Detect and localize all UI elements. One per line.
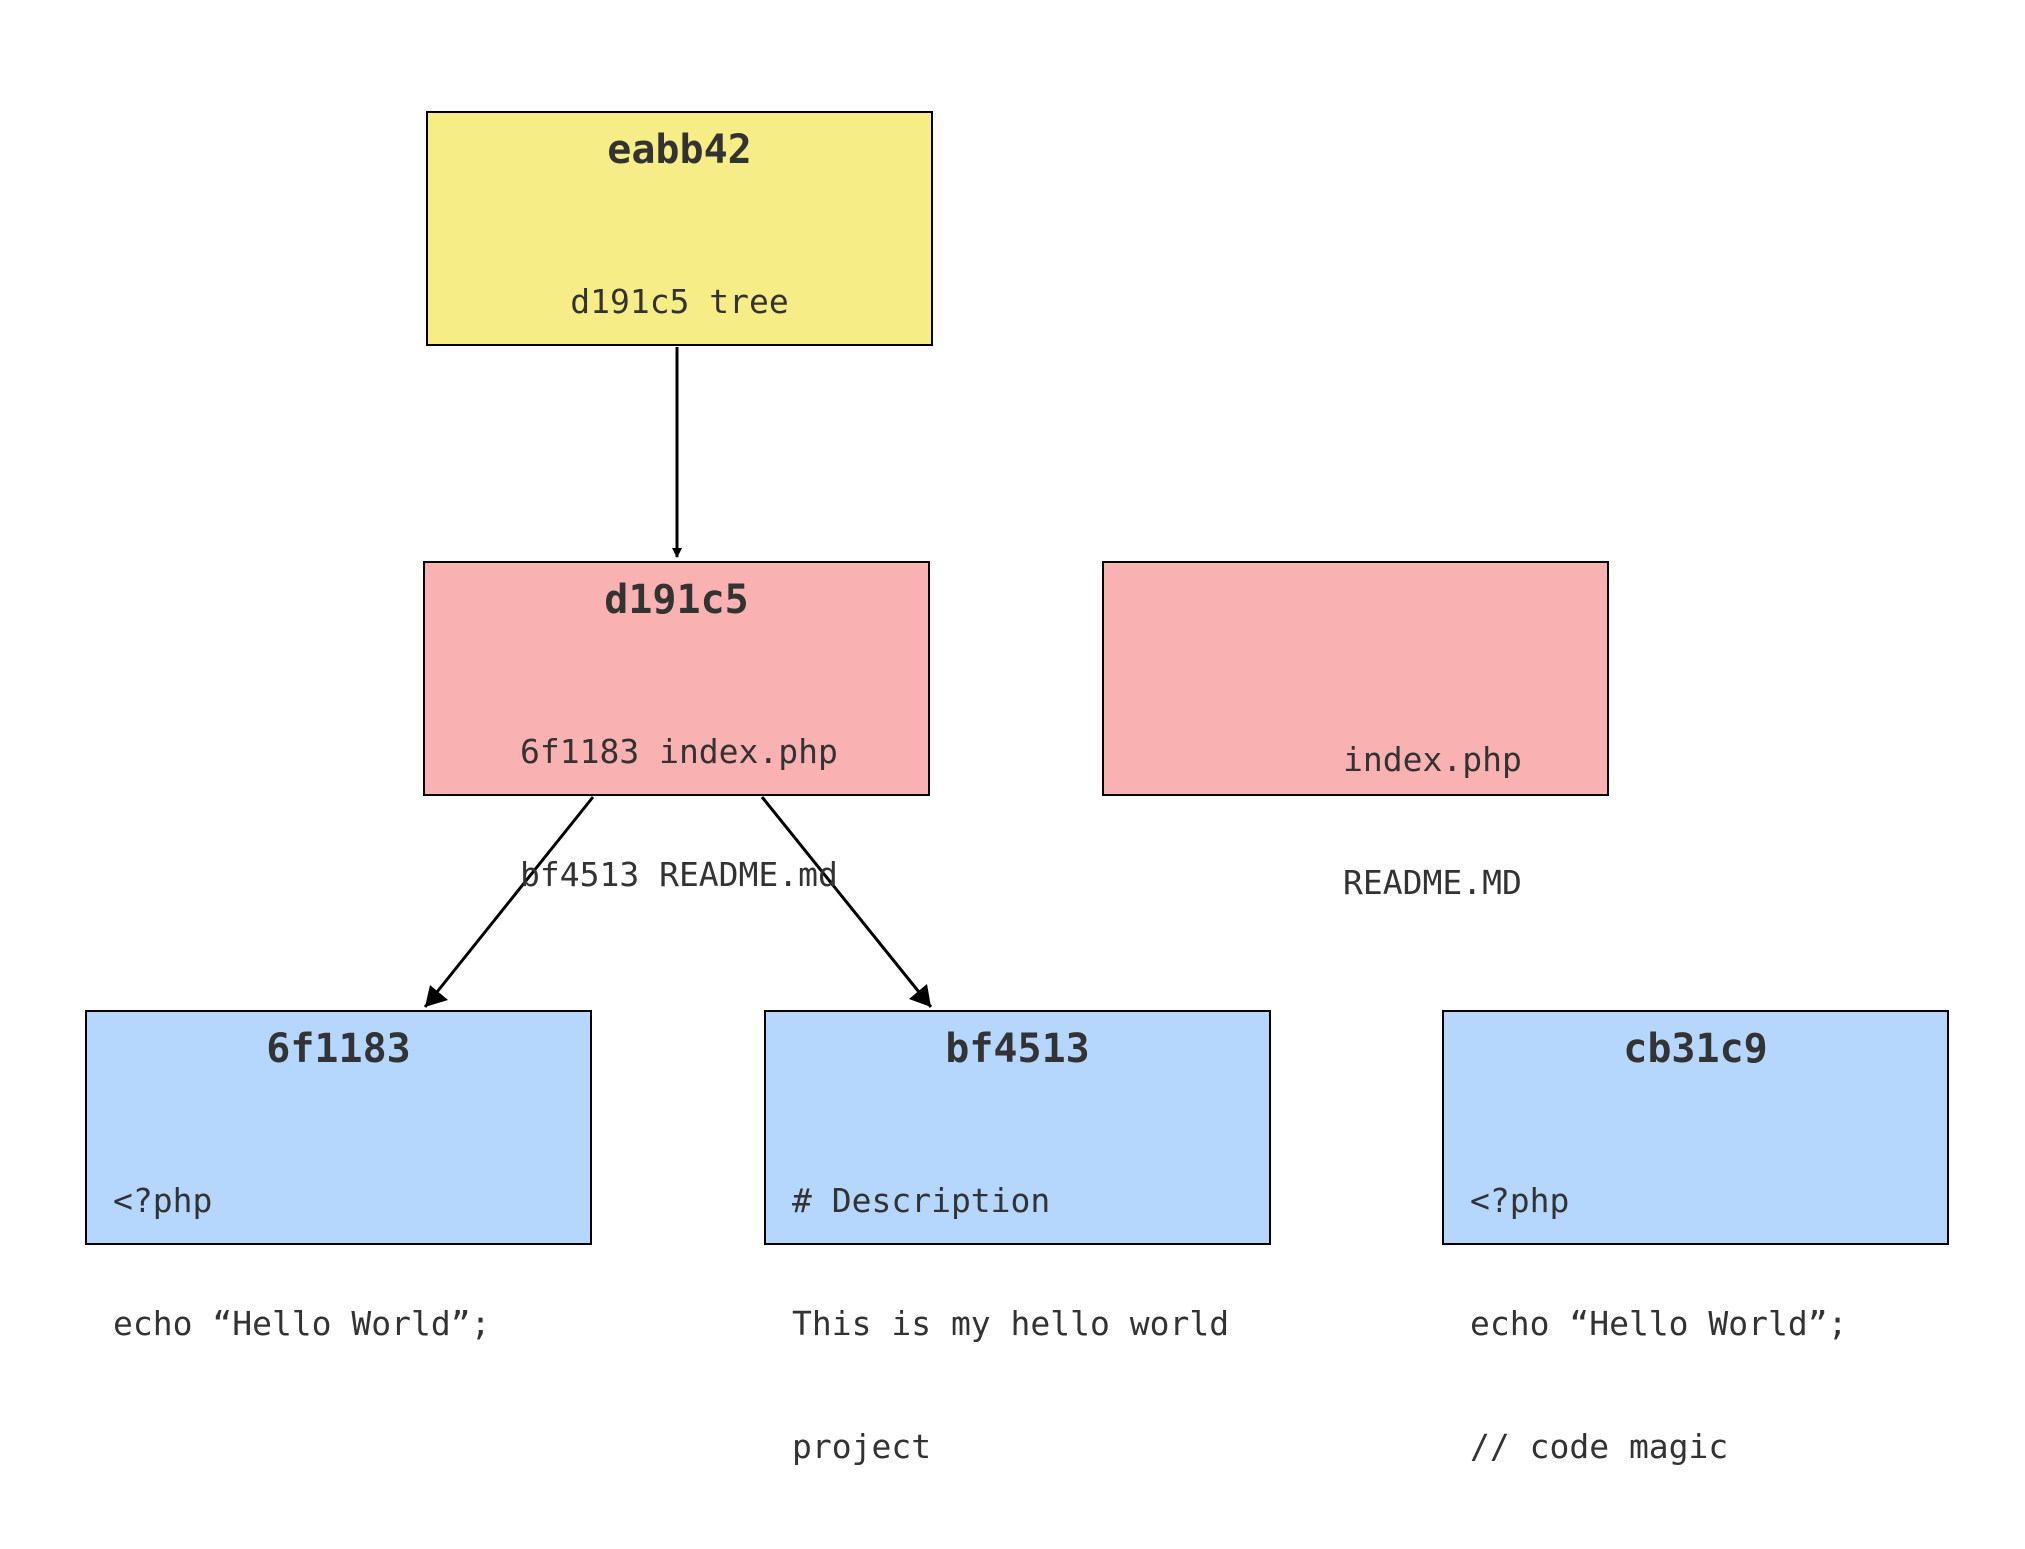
tree-main-line: bf4513 README.md: [520, 855, 838, 894]
blob-node-new: cb31c9 <?php echo “Hello World”; // code…: [1442, 1010, 1949, 1466]
arrowhead-readme-blob: [909, 984, 931, 1007]
tree-main-body: 6f1183 index.php bf4513 README.md: [520, 649, 838, 977]
commit-node: eabb42 d191c5 tree: [426, 111, 933, 346]
edges-layer: [423, 347, 933, 1008]
tree-main-title: d191c5: [604, 577, 749, 623]
tree-new-body: index.php README.MD: [1343, 657, 1522, 985]
blob-new-line: <?php: [1470, 1181, 1570, 1220]
blob-new-line: // code magic: [1470, 1427, 1729, 1466]
blob-new-line: echo “Hello World”;: [1470, 1304, 1848, 1343]
edge-tree-to-readme-blob: [760, 796, 933, 1008]
blob-index-title: 6f1183: [266, 1026, 411, 1072]
blob-index-line: echo “Hello World”;: [113, 1304, 491, 1343]
blob-node-index: 6f1183 <?php echo “Hello World”;: [85, 1010, 592, 1343]
tree-new-line: index.php: [1343, 740, 1522, 779]
tree-new-line: README.MD: [1343, 863, 1522, 902]
blob-readme-title: bf4513: [945, 1026, 1090, 1072]
commit-body: d191c5 tree: [428, 199, 931, 404]
tree-node-new: index.php README.MD: [1102, 561, 1609, 902]
blob-new-title: cb31c9: [1623, 1026, 1768, 1072]
tree-main-line: 6f1183 index.php: [520, 732, 838, 771]
blob-readme-line: # Description: [792, 1181, 1051, 1220]
blob-readme-body: # Description This is my hello world pro…: [792, 1098, 1229, 1549]
tree-node-main: d191c5 6f1183 index.php bf4513 README.md: [423, 561, 930, 894]
blob-index-line: <?php: [113, 1181, 213, 1220]
arrowhead-index-blob: [425, 985, 448, 1007]
edge-tree-to-index-blob: [423, 796, 595, 1008]
blob-readme-line: project: [792, 1427, 932, 1466]
blob-index-body: <?php echo “Hello World”;: [113, 1098, 491, 1426]
blob-new-body: <?php echo “Hello World”; // code magic: [1470, 1098, 1848, 1549]
blob-readme-line: This is my hello world: [792, 1304, 1230, 1343]
blob-node-readme: bf4513 # Description This is my hello wo…: [764, 1010, 1271, 1466]
commit-line: d191c5 tree: [570, 282, 789, 321]
commit-title: eabb42: [607, 127, 752, 173]
